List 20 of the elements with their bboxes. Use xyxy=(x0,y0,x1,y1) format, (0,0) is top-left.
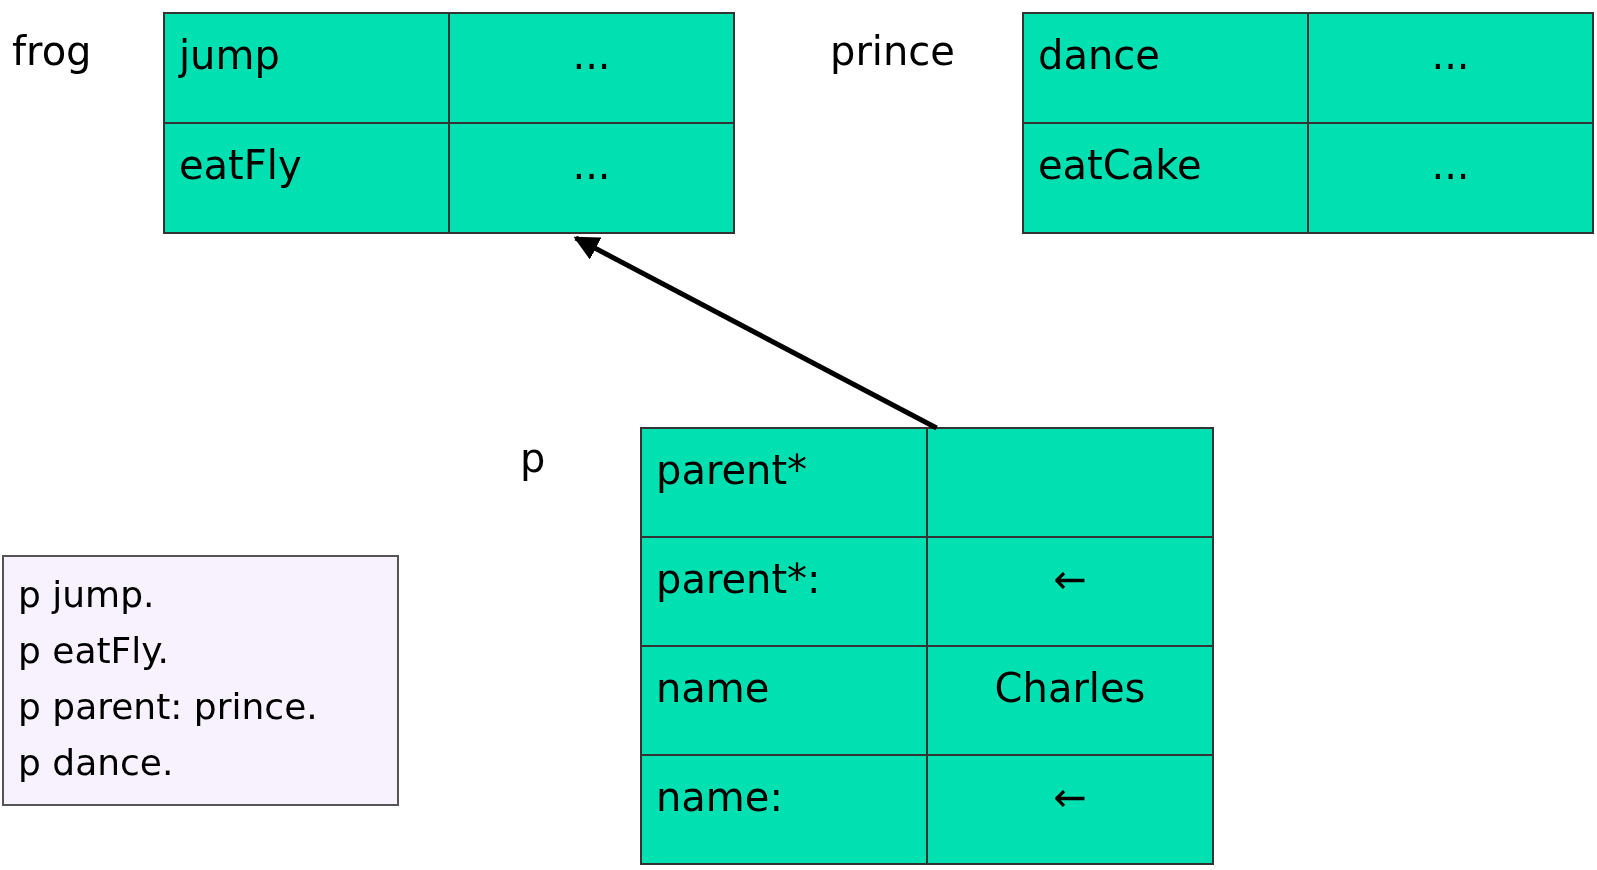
slot-cell: jump xyxy=(163,12,450,124)
code-box: p jump. p eatFly. p parent: prince. p dance. xyxy=(2,555,399,806)
slot-cell: eatCake xyxy=(1022,122,1309,234)
object-label: p xyxy=(520,435,546,481)
slot-cell: name xyxy=(640,645,928,756)
slot-cell: ← xyxy=(926,754,1214,865)
slot-cell: dance xyxy=(1022,12,1309,124)
slot-cell: Charles xyxy=(926,645,1214,756)
slot-cell: ... xyxy=(1307,122,1594,234)
slot-cell: ... xyxy=(448,122,735,234)
slot-cell: ... xyxy=(448,12,735,124)
slot-cell: parent* xyxy=(640,427,928,538)
slot-cell: ← xyxy=(926,536,1214,647)
slot-cell: ... xyxy=(1307,12,1594,124)
object-label: frog xyxy=(12,28,92,74)
pointer-arrow xyxy=(573,235,938,431)
slot-cell: name: xyxy=(640,754,928,865)
slot-cell: parent*: xyxy=(640,536,928,647)
slot-cell: eatFly xyxy=(163,122,450,234)
object-label: prince xyxy=(830,28,955,74)
